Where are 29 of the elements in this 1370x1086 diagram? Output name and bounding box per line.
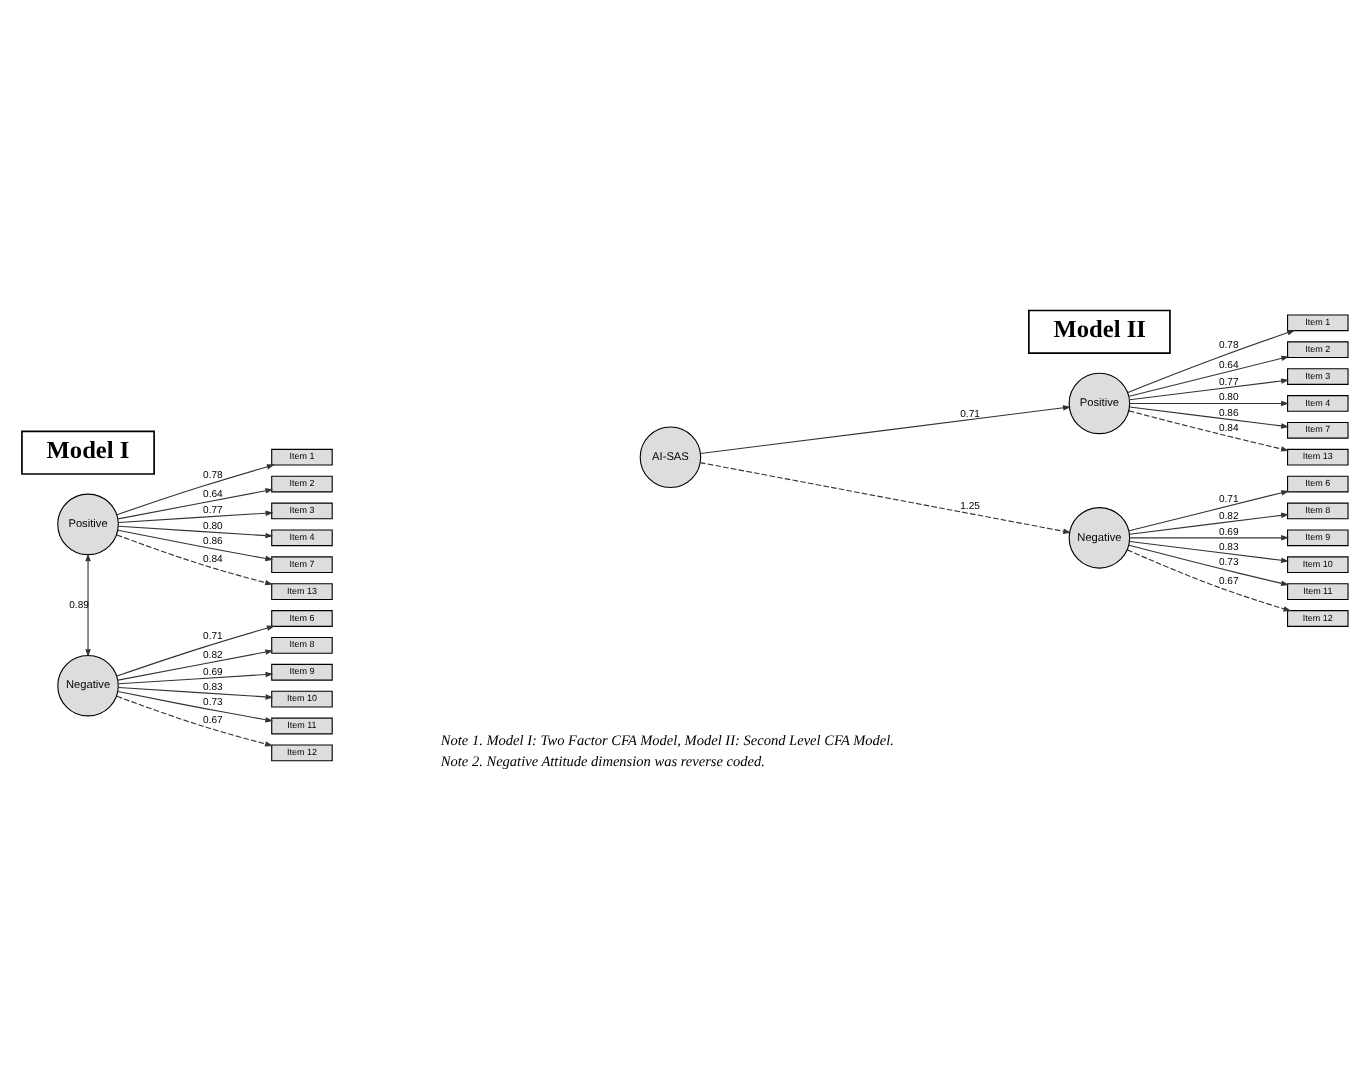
- arrow: [1128, 354, 1290, 396]
- arrow: [85, 552, 91, 657]
- arrow: [118, 670, 274, 684]
- arrow: [116, 694, 273, 746]
- arrow: [1129, 405, 1289, 428]
- arrow: [1128, 409, 1289, 451]
- arrow: [116, 463, 275, 515]
- arrow: [1126, 548, 1292, 611]
- arrow: [699, 461, 1072, 533]
- arrow: [1129, 377, 1289, 400]
- arrow: [118, 686, 274, 699]
- arrow: [117, 487, 274, 519]
- node-box: Model I: [21, 429, 155, 474]
- arrow: [700, 404, 1071, 454]
- arrow: [1128, 489, 1290, 531]
- arrow: [116, 624, 275, 676]
- node-box: Model II: [1028, 308, 1171, 353]
- arrow: [1129, 539, 1289, 563]
- arrow: [116, 533, 273, 585]
- arrow: [1129, 534, 1289, 540]
- arrow: [1129, 399, 1289, 406]
- arrow: [118, 509, 274, 523]
- arrow: [1129, 511, 1289, 534]
- arrow: [117, 528, 274, 561]
- arrow: [117, 648, 274, 680]
- arrow: [1128, 543, 1289, 585]
- arrow: [118, 524, 274, 538]
- arrow: [117, 689, 274, 722]
- arrow: [1127, 329, 1296, 392]
